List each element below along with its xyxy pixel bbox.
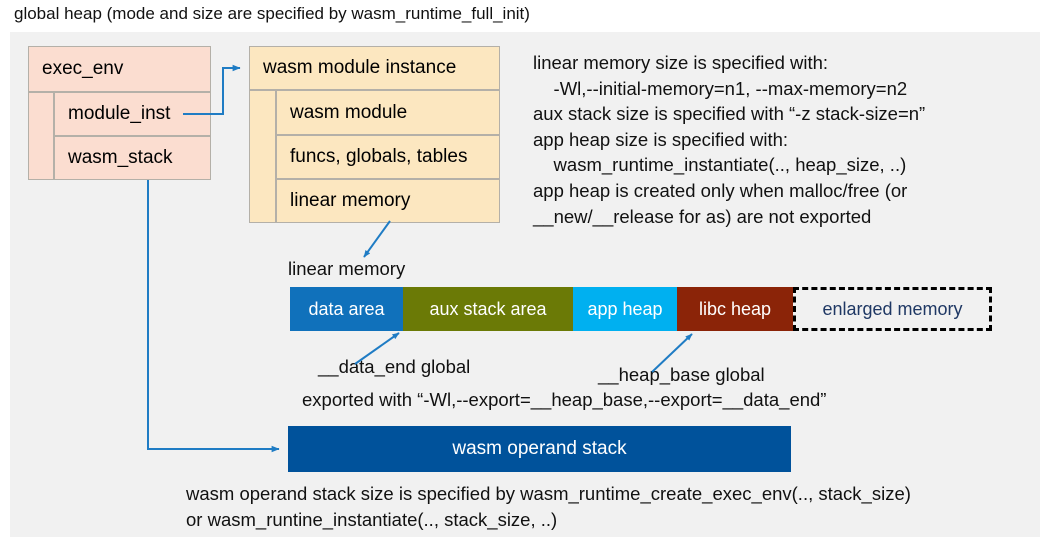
annotation-exported-with: exported with “-Wl,--export=__heap_base,… [302,389,827,410]
module-instance-field-linear-memory: linear memory [276,179,500,223]
memory-segment-enlarged-memory: enlarged memory [793,287,992,331]
exec-env-field-wasm-stack: wasm_stack [54,136,211,180]
wasm-module-label: wasm module [290,101,408,123]
annotation-data-end: __data_end global [318,356,471,377]
memory-segment-data-area-label: data area [308,298,385,319]
memory-segment-libc-heap: libc heap [677,287,793,331]
exec-env-gutter [28,92,54,180]
linear-memory-field-label: linear memory [290,190,411,211]
memory-segment-aux-stack-area-label: aux stack area [429,298,547,319]
annotation-heap-base: __heap_base global [598,364,765,385]
linear-memory-bar-label: linear memory [288,258,406,279]
funcs-globals-tables-label: funcs, globals, tables [290,146,468,167]
wasm-operand-stack-bar: wasm operand stack [288,426,791,472]
exec-env-title: exec_env [28,46,211,92]
wasm-operand-stack-label: wasm operand stack [452,438,627,459]
module-instance-gutter [249,90,276,223]
wasm-stack-label: wasm_stack [68,147,173,168]
memory-segment-data-area: data area [290,287,403,331]
exec-env-title-label: exec_env [42,58,124,79]
right-notes-text: linear memory size is specified with: -W… [533,52,926,227]
memory-segment-enlarged-memory-label: enlarged memory [822,298,963,319]
module-inst-label: module_inst [68,103,171,124]
memory-segment-app-heap-label: app heap [587,298,663,319]
module-instance-title-label: wasm module instance [263,57,457,78]
memory-segment-app-heap: app heap [573,287,677,331]
memory-segment-libc-heap-label: libc heap [698,298,772,319]
page-title: global heap (mode and size are specified… [14,4,530,23]
bottom-notes-text: wasm operand stack size is specified by … [186,483,911,530]
exec-env-field-module-inst: module_inst [54,92,211,136]
memory-segment-aux-stack-area: aux stack area [403,287,573,331]
module-instance-title: wasm module instance [249,46,500,90]
module-instance-field-wasm-module: wasm module [276,90,500,135]
module-instance-field-funcs-globals-tables: funcs, globals, tables [276,135,500,179]
